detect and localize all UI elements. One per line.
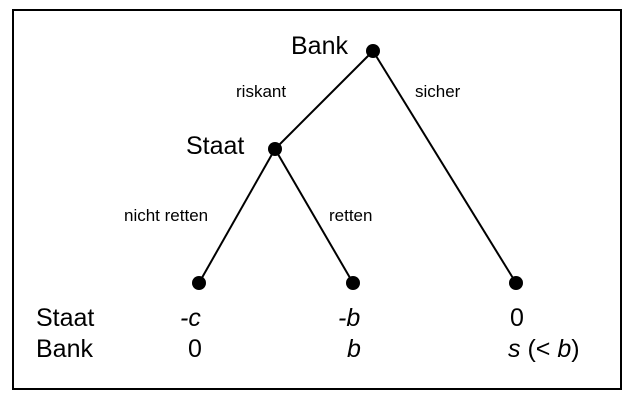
edge-sicher [372, 50, 517, 284]
staat-node-label: Staat [186, 132, 245, 160]
payoff-leaf3-bank: s (< b) [508, 337, 580, 362]
payoff-leaf2-bank: b [347, 335, 361, 363]
row-label-staat: Staat [36, 304, 95, 332]
payoff-leaf3-bank-var: s [508, 335, 521, 363]
leaf-node-2 [346, 276, 360, 290]
payoff-leaf3-bank-close: ) [571, 335, 580, 363]
bank-node-label: Bank [291, 32, 348, 60]
edge-nicht-retten [198, 148, 276, 284]
payoff-leaf1-staat: -c [180, 304, 201, 332]
payoff-leaf1-bank: 0 [188, 335, 202, 363]
edge-label-nicht-retten: nicht retten [124, 206, 209, 225]
node-bank [366, 44, 380, 58]
payoff-leaf2-staat: -b [338, 304, 361, 332]
edge-label-riskant: riskant [236, 82, 287, 101]
edge-label-sicher: sicher [415, 82, 461, 101]
edge-label-retten: retten [329, 206, 373, 225]
leaf-node-3 [509, 276, 523, 290]
row-label-bank: Bank [36, 335, 93, 363]
diagram-frame [12, 9, 622, 390]
edge-retten [274, 148, 354, 284]
edge-riskant [274, 50, 374, 150]
payoff-leaf3-staat: 0 [510, 304, 524, 332]
leaf-node-1 [192, 276, 206, 290]
node-staat [268, 142, 282, 156]
payoff-leaf3-bank-open: (< [520, 335, 558, 363]
payoff-leaf3-bank-rest-var: b [557, 335, 572, 363]
